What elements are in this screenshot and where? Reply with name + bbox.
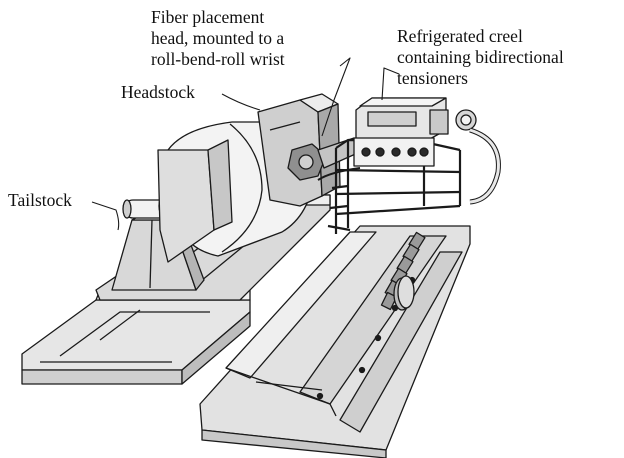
creel-label-line-2: containing bidirectional xyxy=(397,47,564,67)
cable-carrier-chain xyxy=(380,231,426,311)
fiber-placement-head-label: Fiber placement head, mounted to a roll-… xyxy=(151,7,285,70)
fiber-placement-head xyxy=(287,137,361,181)
creel-label-line-1: Refrigerated creel xyxy=(397,26,523,46)
refrigerated-creel-label: Refrigerated creel containing bidirectio… xyxy=(397,26,564,89)
leader-lines xyxy=(91,57,400,231)
fiber-label-line-2: head, mounted to a xyxy=(151,28,285,48)
tailstock-base xyxy=(21,289,251,385)
fiber-label-line-1: Fiber placement xyxy=(151,7,265,27)
refrigerated-creel xyxy=(317,97,501,205)
headstock-label: Headstock xyxy=(121,82,195,102)
tailstock-label: Tailstock xyxy=(8,190,72,210)
headstock xyxy=(157,93,341,263)
fiber-label-line-3: roll-bend-roll wrist xyxy=(151,49,285,69)
creel-label-line-3: tensioners xyxy=(397,68,468,88)
